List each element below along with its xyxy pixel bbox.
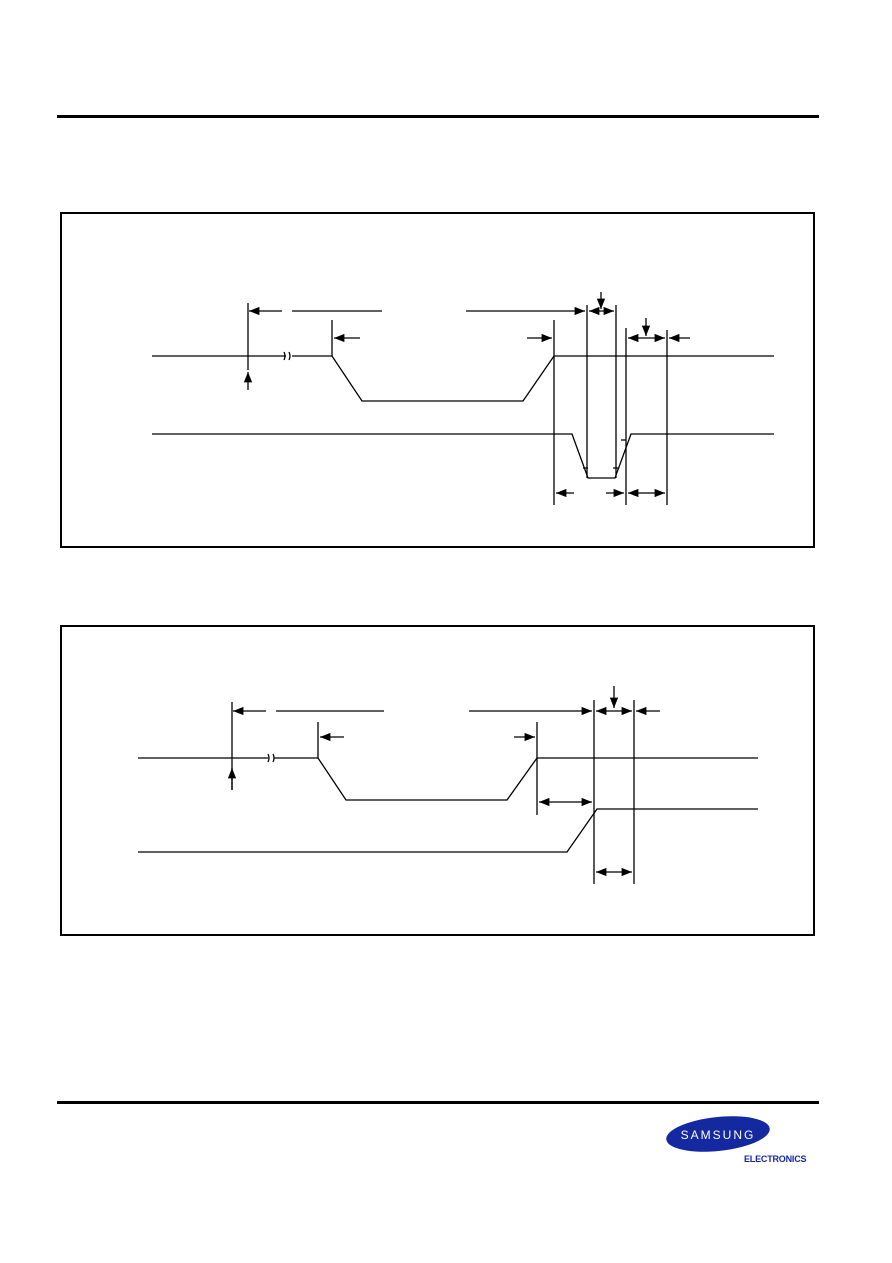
top-timing-panel xyxy=(60,212,815,548)
signal-2-waveform xyxy=(152,433,774,479)
samsung-logo: SAMSUNG xyxy=(666,1116,770,1152)
footer-rule xyxy=(57,1101,819,1104)
bottom-timing-panel xyxy=(60,625,815,936)
break-mark xyxy=(283,351,291,361)
break-mark xyxy=(267,753,275,763)
svg-text:SAMSUNG: SAMSUNG xyxy=(681,1128,756,1142)
signal-2-waveform xyxy=(138,808,758,853)
bottom-timing-diagram xyxy=(138,686,758,884)
top-timing-diagram xyxy=(152,292,774,505)
logo-subtitle: ELECTRONICS xyxy=(744,1154,807,1164)
header-rule xyxy=(57,115,819,118)
